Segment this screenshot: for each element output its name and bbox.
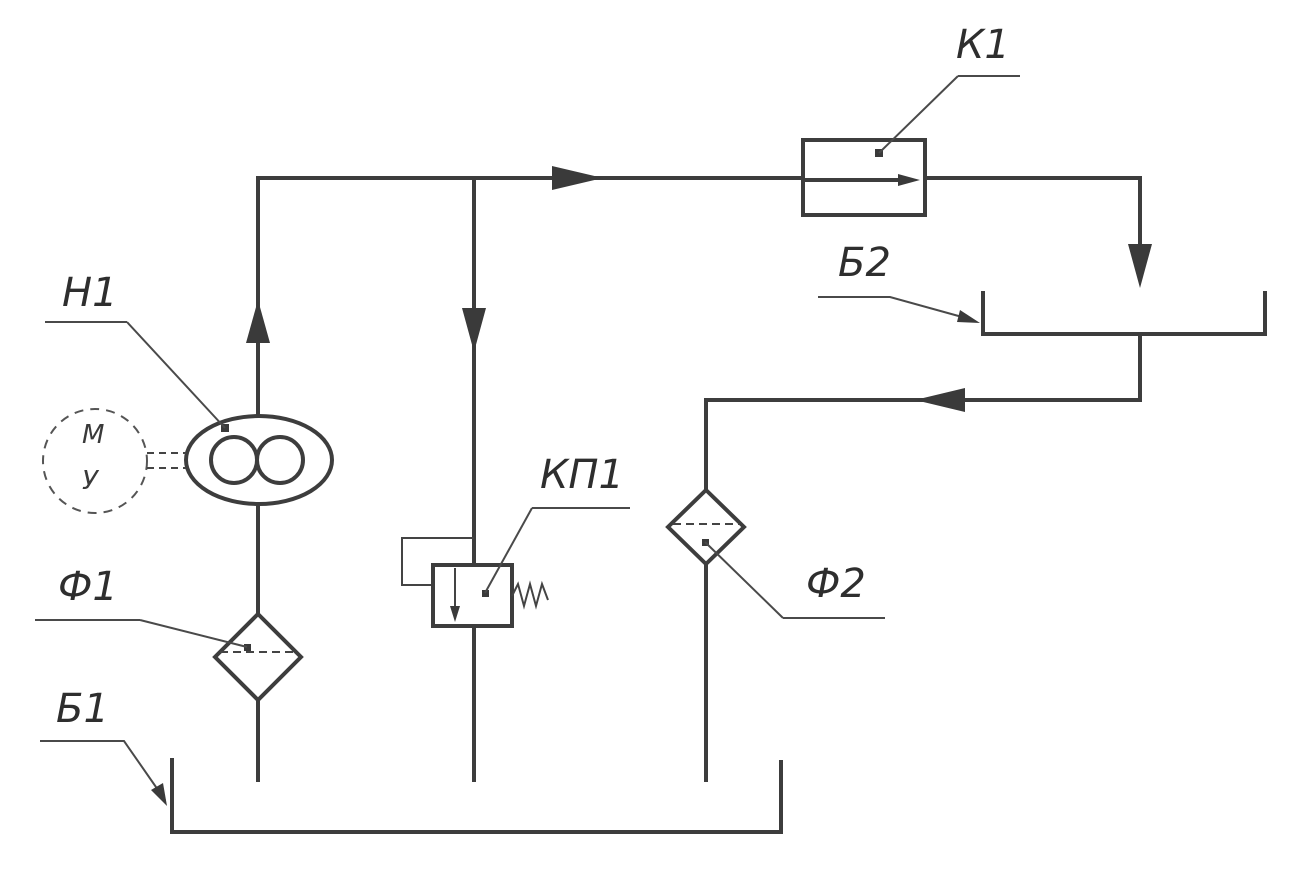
arrow-up-icon: [246, 300, 270, 343]
label-b1: Б1: [56, 686, 109, 732]
arrow-down-icon: [462, 308, 486, 352]
motor: М У: [42, 408, 186, 514]
label-f2: Ф2: [806, 561, 866, 607]
label-h1: Н1: [62, 270, 118, 316]
flow-arrows: [246, 166, 1152, 412]
relief-valve-kp1: КП1: [401, 452, 630, 628]
pump-h1: Н1: [45, 270, 334, 506]
arrow-down-icon: [1128, 244, 1152, 288]
arrow-right-icon: [552, 166, 603, 190]
pressure-line: [256, 176, 1142, 782]
filter-f2: Ф2: [665, 487, 885, 619]
label-f1: Ф1: [58, 564, 118, 610]
label-motor-top: М: [82, 420, 104, 450]
label-k1: К1: [956, 22, 1010, 68]
label-motor-bottom: У: [82, 466, 100, 496]
tank-b1: [170, 758, 783, 834]
label-kp1: КП1: [540, 452, 624, 498]
cooler-k1: К1: [801, 22, 1020, 217]
tank-b2: [981, 291, 1267, 336]
label-b2: Б2: [838, 240, 891, 286]
filter-f1: Ф1: [35, 564, 304, 703]
tank-b2-label: Б2: [818, 240, 980, 323]
tank-b1-label: Б1: [40, 686, 167, 806]
arrow-left-icon: [915, 388, 965, 412]
